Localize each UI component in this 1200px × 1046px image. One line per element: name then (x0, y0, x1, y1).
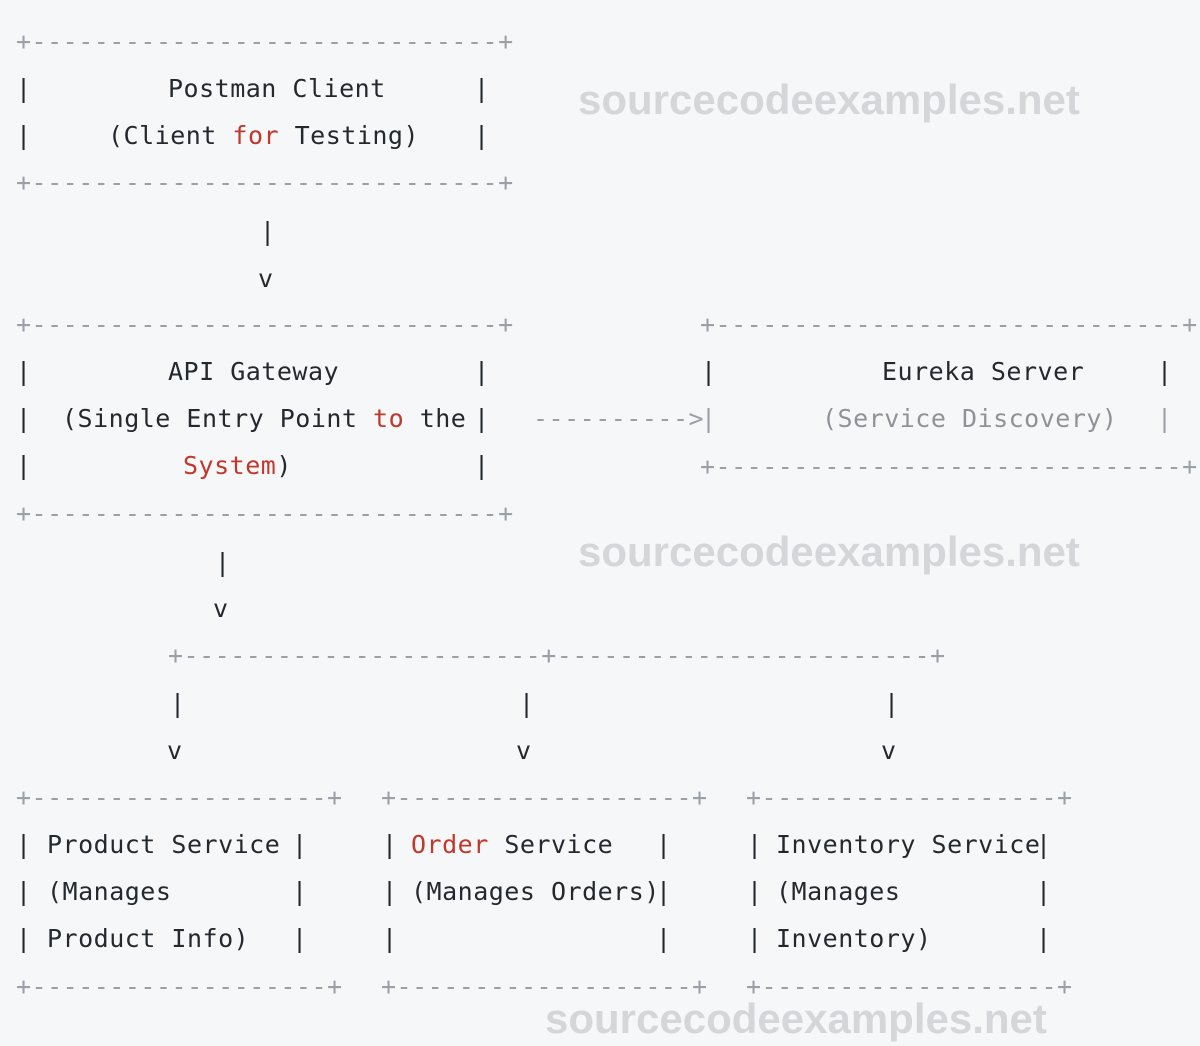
connector-pipe: | (884, 689, 900, 718)
border-pipe: | (382, 924, 398, 953)
border-pipe: | (1036, 830, 1052, 859)
border-pipe: | (701, 404, 717, 433)
postman-title: Postman Client (168, 74, 386, 103)
box-border-top: +-------------------+ (381, 783, 708, 812)
border-pipe: | (701, 357, 717, 386)
box-border-top: +------------------------------+ (16, 310, 514, 339)
gateway-keyword: to (373, 404, 405, 433)
border-pipe: | (1036, 924, 1052, 953)
box-border-bottom: +------------------------------+ (16, 499, 514, 528)
box-border-bottom: +------------------------------+ (700, 452, 1198, 481)
gateway-text: the (404, 404, 467, 433)
eureka-subtitle: (Service Discovery) (822, 404, 1118, 433)
border-pipe: | (16, 877, 32, 906)
product-line2: (Manages (47, 877, 172, 906)
subtitle-text: Testing) (279, 121, 420, 150)
connector-pipe: | (170, 689, 186, 718)
order-keyword: Order (411, 830, 489, 859)
border-pipe: | (16, 830, 32, 859)
border-pipe: | (16, 121, 32, 150)
watermark-bottom: sourcecodeexamples.net (545, 995, 1047, 1042)
box-border-top: +-------------------+ (746, 783, 1073, 812)
border-pipe: | (16, 451, 32, 480)
border-pipe: | (747, 877, 763, 906)
arrow-down-icon: v (213, 594, 229, 623)
border-pipe: | (292, 830, 308, 859)
gateway-line3: System) (183, 442, 292, 489)
border-pipe: | (474, 74, 490, 103)
border-pipe: | (474, 357, 490, 386)
border-pipe: | (474, 121, 490, 150)
product-line1: Product Service (47, 830, 281, 859)
border-pipe: | (1036, 877, 1052, 906)
border-pipe: | (656, 877, 672, 906)
connector-pipe: | (519, 689, 535, 718)
box-border-top: +-------------------+ (16, 783, 343, 812)
inventory-line2: (Manages (776, 877, 901, 906)
box-border-bottom: +------------------------------+ (16, 168, 514, 197)
arrow-down-icon: v (516, 736, 532, 765)
box-border-bottom: +-------------------+ (381, 972, 708, 1001)
box-border-bottom: +-------------------+ (16, 972, 343, 1001)
inventory-line1: Inventory Service (776, 830, 1041, 859)
box-border-top: +------------------------------+ (700, 310, 1198, 339)
gateway-text: (Single Entry Point (62, 404, 374, 433)
connector-pipe: | (215, 548, 231, 577)
border-pipe: | (747, 924, 763, 953)
postman-subtitle: (Client for Testing) (108, 112, 419, 159)
gateway-title: API Gateway (168, 357, 340, 386)
border-pipe: | (656, 830, 672, 859)
arrow-right-icon: ----------> (533, 404, 705, 433)
border-pipe: | (16, 74, 32, 103)
border-pipe: | (474, 404, 490, 433)
box-border-bottom: +-------------------+ (746, 972, 1073, 1001)
gateway-keyword: System (183, 451, 277, 480)
box-line: | (16, 65, 32, 112)
order-line2: (Manages Orders) (411, 877, 660, 906)
border-pipe: | (382, 877, 398, 906)
border-pipe: | (656, 924, 672, 953)
subtitle-keyword: for (232, 121, 280, 150)
box-border-top: +------------------------------+ (16, 27, 514, 56)
connector-pipe: | (260, 217, 276, 246)
gateway-line2: (Single Entry Point to the (62, 395, 466, 442)
eureka-title: Eureka Server (882, 357, 1085, 386)
arrow-down-icon: v (167, 736, 183, 765)
border-pipe: | (292, 877, 308, 906)
arrow-down-icon: v (258, 264, 274, 293)
gateway-text: ) (276, 451, 292, 480)
watermark-top: sourcecodeexamples.net (578, 76, 1080, 123)
border-pipe: | (16, 357, 32, 386)
border-pipe: | (16, 404, 32, 433)
order-line1: Order Service (411, 821, 613, 868)
border-pipe: | (382, 830, 398, 859)
border-pipe: | (747, 830, 763, 859)
watermark-middle: sourcecodeexamples.net (578, 528, 1080, 575)
product-line3: Product Info) (47, 924, 250, 953)
inventory-line3: Inventory) (776, 924, 932, 953)
border-pipe: | (16, 924, 32, 953)
border-pipe: | (1157, 404, 1173, 433)
border-pipe: | (1157, 357, 1173, 386)
fork-border: +-----------------------+---------------… (168, 641, 946, 670)
border-pipe: | (292, 924, 308, 953)
border-pipe: | (474, 451, 490, 480)
subtitle-text: (Client (108, 121, 233, 150)
arrow-down-icon: v (881, 736, 897, 765)
order-text: Service (488, 830, 614, 859)
